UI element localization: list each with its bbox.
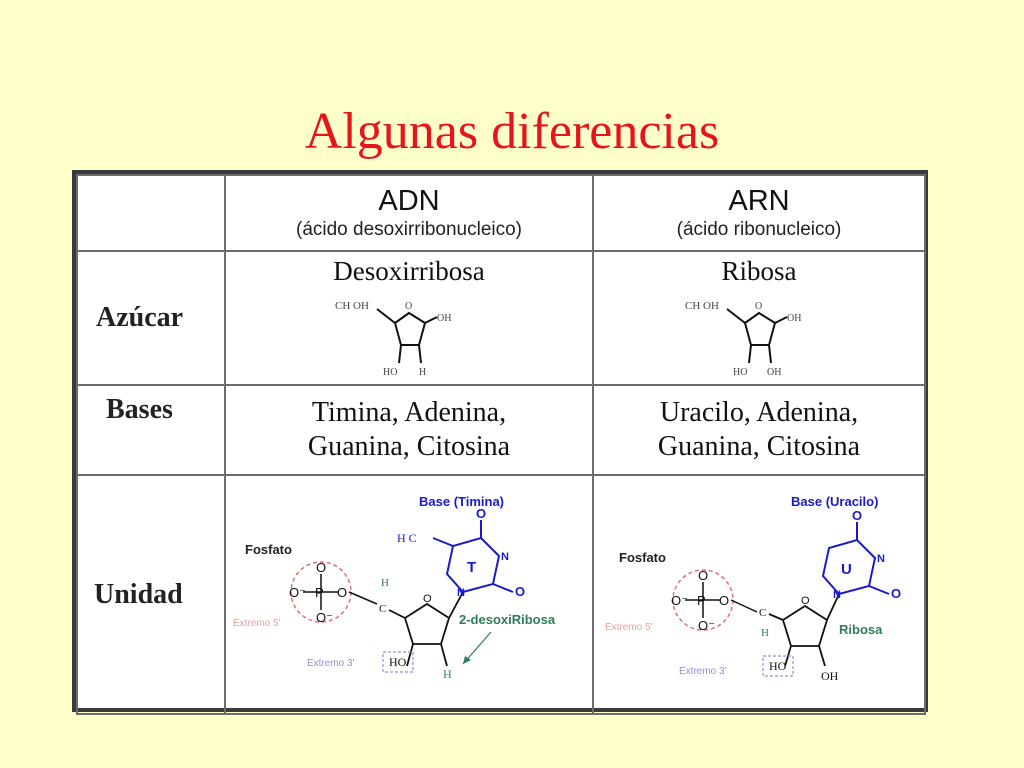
sugar-arn-cell: Ribosa CH OH O OH HO OH <box>592 250 926 386</box>
uracil-ring <box>821 522 890 596</box>
empty-corner-cell <box>76 174 226 252</box>
svg-text:O: O <box>698 568 708 583</box>
bases-arn-line1: Uracilo, Adenina, <box>659 397 859 428</box>
base-letter-t: T <box>467 559 476 576</box>
sugar-row: Azúcar Desoxirribosa CH OH O OH HO H <box>76 250 926 386</box>
svg-text:O: O <box>316 560 326 575</box>
comparison-grid: ADN (ácido desoxirribonucleico) ARN (áci… <box>76 174 926 715</box>
svg-text:H: H <box>381 577 389 589</box>
base-letter-u: U <box>841 561 852 578</box>
bases-row: Bases Timina, Adenina, Guanina, Citosina… <box>76 384 926 476</box>
extremo5-label: Extremo 5' <box>233 618 281 629</box>
svg-text:O: O <box>719 593 729 608</box>
svg-text:O: O <box>476 506 486 521</box>
extremo3-label: Extremo 3' <box>307 658 355 669</box>
extremo3-label-arn: Extremo 3' <box>679 666 727 677</box>
arn-subtitle: (ácido ribonucleico) <box>676 219 842 240</box>
svg-text:N: N <box>833 589 841 601</box>
oh-2prime-label-arn: OH <box>821 669 839 683</box>
h-2prime-label: H <box>443 667 452 681</box>
svg-text:O⁻: O⁻ <box>671 593 688 608</box>
header-arn: ARN (ácido ribonucleico) <box>592 174 926 252</box>
phosphate-highlight <box>290 561 352 623</box>
row-label-sugar: Azúcar <box>76 250 226 386</box>
svg-text:O: O <box>337 585 347 600</box>
ho-label: HO <box>733 367 747 378</box>
bases-adn-cell: Timina, Adenina, Guanina, Citosina <box>224 384 594 476</box>
adn-name: ADN <box>378 185 440 217</box>
svg-text:O: O <box>852 508 862 523</box>
h-label: H <box>419 367 426 378</box>
unit-arn-cell: Base (Uracilo) Fosfato O O⁻ P O O⁻ C H <box>592 474 926 715</box>
svg-text:P: P <box>315 585 324 600</box>
bases-arn-line2: Guanina, Citosina <box>657 431 861 462</box>
bases-adn-line2: Guanina, Citosina <box>307 431 511 462</box>
comparison-table: ADN (ácido desoxirribonucleico) ARN (áci… <box>72 170 928 715</box>
desoxiribosa-label: 2-desoxiRibosa <box>459 612 556 627</box>
svg-text:C: C <box>759 607 766 619</box>
ribose-structure: CH OH O OH HO OH <box>685 300 801 378</box>
header-adn: ADN (ácido desoxirribonucleico) <box>224 174 594 252</box>
svg-text:N: N <box>501 551 509 563</box>
svg-text:O: O <box>891 586 901 601</box>
methyl-label: H C <box>397 531 417 545</box>
deoxyribose-structure: CH OH O OH HO H <box>335 300 451 378</box>
thymine-ring <box>432 520 514 594</box>
ring-oxygen-label: O <box>755 301 762 312</box>
ho-label: HO <box>383 367 397 378</box>
oh-label: OH <box>437 313 451 324</box>
oh-label-2: OH <box>767 367 781 378</box>
ribosa-label: Ribosa <box>839 622 883 637</box>
ho-3prime-label: HO <box>389 655 407 669</box>
sugar-arn-name: Ribosa <box>721 256 797 286</box>
row-label-unit: Unidad <box>76 474 226 715</box>
svg-text:O: O <box>515 584 525 599</box>
svg-text:O⁻: O⁻ <box>289 585 306 600</box>
unit-adn-cell: Base (Timina) Fosfato O O⁻ P O O⁻ H <box>224 474 594 715</box>
rna-nucleotide-diagram: Base (Uracilo) Fosfato O O⁻ P O O⁻ C H <box>605 494 901 683</box>
slide-title: Algunas diferencias <box>304 103 720 160</box>
phosphate-highlight-arn <box>672 569 734 631</box>
svg-text:O: O <box>801 595 810 607</box>
sugar-adn-cell: Desoxirribosa CH OH O OH HO H <box>224 250 594 386</box>
unit-row: Unidad Base (Timina) Fosfato O O⁻ P <box>76 474 926 715</box>
fosfato-label: Fosfato <box>245 542 292 557</box>
svg-text:C: C <box>379 603 386 615</box>
fosfato-label-arn: Fosfato <box>619 550 666 565</box>
bases-adn-line1: Timina, Adenina, <box>311 397 507 428</box>
arn-name: ARN <box>728 185 790 217</box>
header-row: ADN (ácido desoxirribonucleico) ARN (áci… <box>76 174 926 252</box>
svg-text:O⁻: O⁻ <box>698 618 715 633</box>
ch2oh-label: CH OH <box>335 300 369 312</box>
svg-text:P: P <box>697 593 706 608</box>
ring-oxygen-label: O <box>405 301 412 312</box>
sugar-adn-name: Desoxirribosa <box>333 256 485 286</box>
oh-label: OH <box>787 313 801 324</box>
svg-text:H: H <box>761 627 769 639</box>
svg-text:N: N <box>457 587 465 599</box>
adn-subtitle: (ácido desoxirribonucleico) <box>296 219 522 240</box>
ho-3prime-label-arn: HO <box>769 659 787 673</box>
ch2oh-label: CH OH <box>685 300 719 312</box>
svg-text:O: O <box>423 593 432 605</box>
svg-text:N: N <box>877 553 885 565</box>
base-uracilo-label: Base (Uracilo) <box>791 494 878 509</box>
bases-arn-cell: Uracilo, Adenina, Guanina, Citosina <box>592 384 926 476</box>
base-timina-label: Base (Timina) <box>419 494 504 509</box>
svg-text:O⁻: O⁻ <box>316 610 333 625</box>
extremo5-label-arn: Extremo 5' <box>605 622 653 633</box>
row-label-bases: Bases <box>76 384 226 476</box>
dna-nucleotide-diagram: Base (Timina) Fosfato O O⁻ P O O⁻ H <box>233 494 556 681</box>
